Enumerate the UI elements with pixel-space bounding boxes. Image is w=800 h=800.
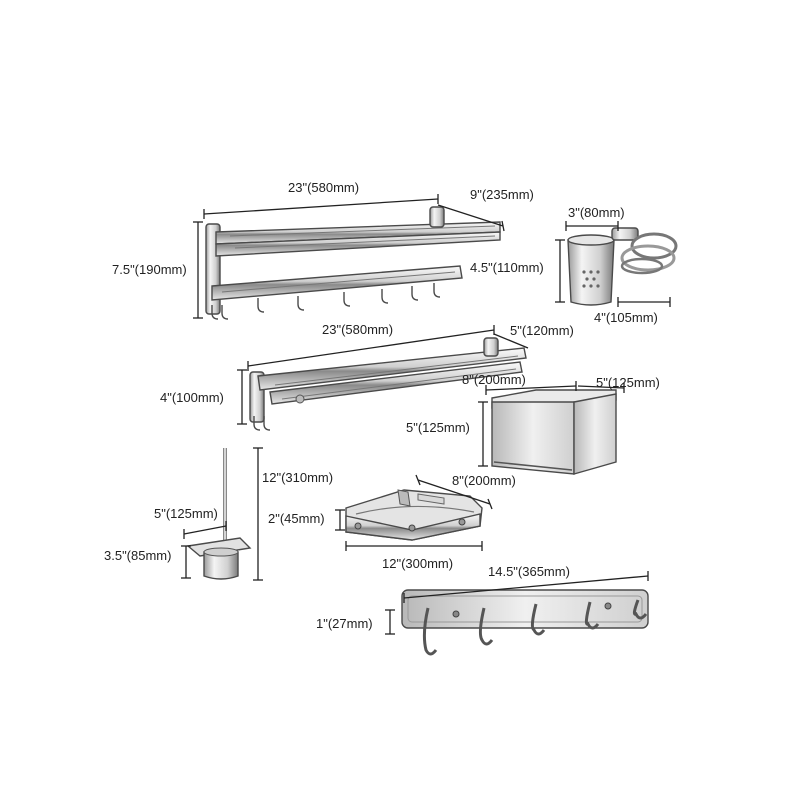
hook-rail-width-label: 14.5"(365mm) <box>488 564 570 579</box>
single-rack-depth-label: 5"(120mm) <box>510 323 574 338</box>
single-rack-height-label: 4"(100mm) <box>160 390 224 405</box>
tissue-box: 8"(200mm) 5"(125mm) 5"(125mm) <box>406 372 660 475</box>
hook-rail: 14.5"(365mm) 1"(27mm) <box>316 564 649 656</box>
corner-shelf: 8"(200mm) 2"(45mm) 12"(300mm) <box>268 473 516 571</box>
cup-holder-depth-label: 4"(105mm) <box>594 310 658 325</box>
toilet-brush-height-label: 12"(310mm) <box>262 470 333 485</box>
hook-rail-height-label: 1"(27mm) <box>316 616 373 631</box>
single-towel-rack: 23"(580mm) 5"(120mm) 4"(100mm) <box>160 322 574 431</box>
double-rack-height-label: 7.5"(190mm) <box>112 262 187 277</box>
double-rack-depth-label: 9"(235mm) <box>470 187 534 202</box>
double-rack-inner-height-label: 4.5"(110mm) <box>470 260 544 275</box>
tissue-box-width-label: 8"(200mm) <box>462 372 526 387</box>
cup-hair-dryer-holder: 3"(80mm) 4"(105mm) <box>555 205 678 325</box>
tissue-box-depth-label: 5"(125mm) <box>596 375 660 390</box>
toilet-brush-cup-label: 3.5"(85mm) <box>104 548 171 563</box>
double-rack-width-label: 23"(580mm) <box>288 180 359 195</box>
toilet-brush-width-label: 5"(125mm) <box>154 506 218 521</box>
corner-shelf-side-label: 8"(200mm) <box>452 473 516 488</box>
double-towel-rack: 23"(580mm) 9"(235mm) 7.5"(190mm) 4.5"(11… <box>112 180 544 320</box>
corner-shelf-width-label: 12"(300mm) <box>382 556 453 571</box>
single-rack-width-label: 23"(580mm) <box>322 322 393 337</box>
cup-holder-top-label: 3"(80mm) <box>568 205 625 220</box>
tissue-box-height-label: 5"(125mm) <box>406 420 470 435</box>
toilet-brush: 12"(310mm) 5"(125mm) 3.5"(85mm) <box>104 447 333 581</box>
corner-shelf-height-label: 2"(45mm) <box>268 511 325 526</box>
